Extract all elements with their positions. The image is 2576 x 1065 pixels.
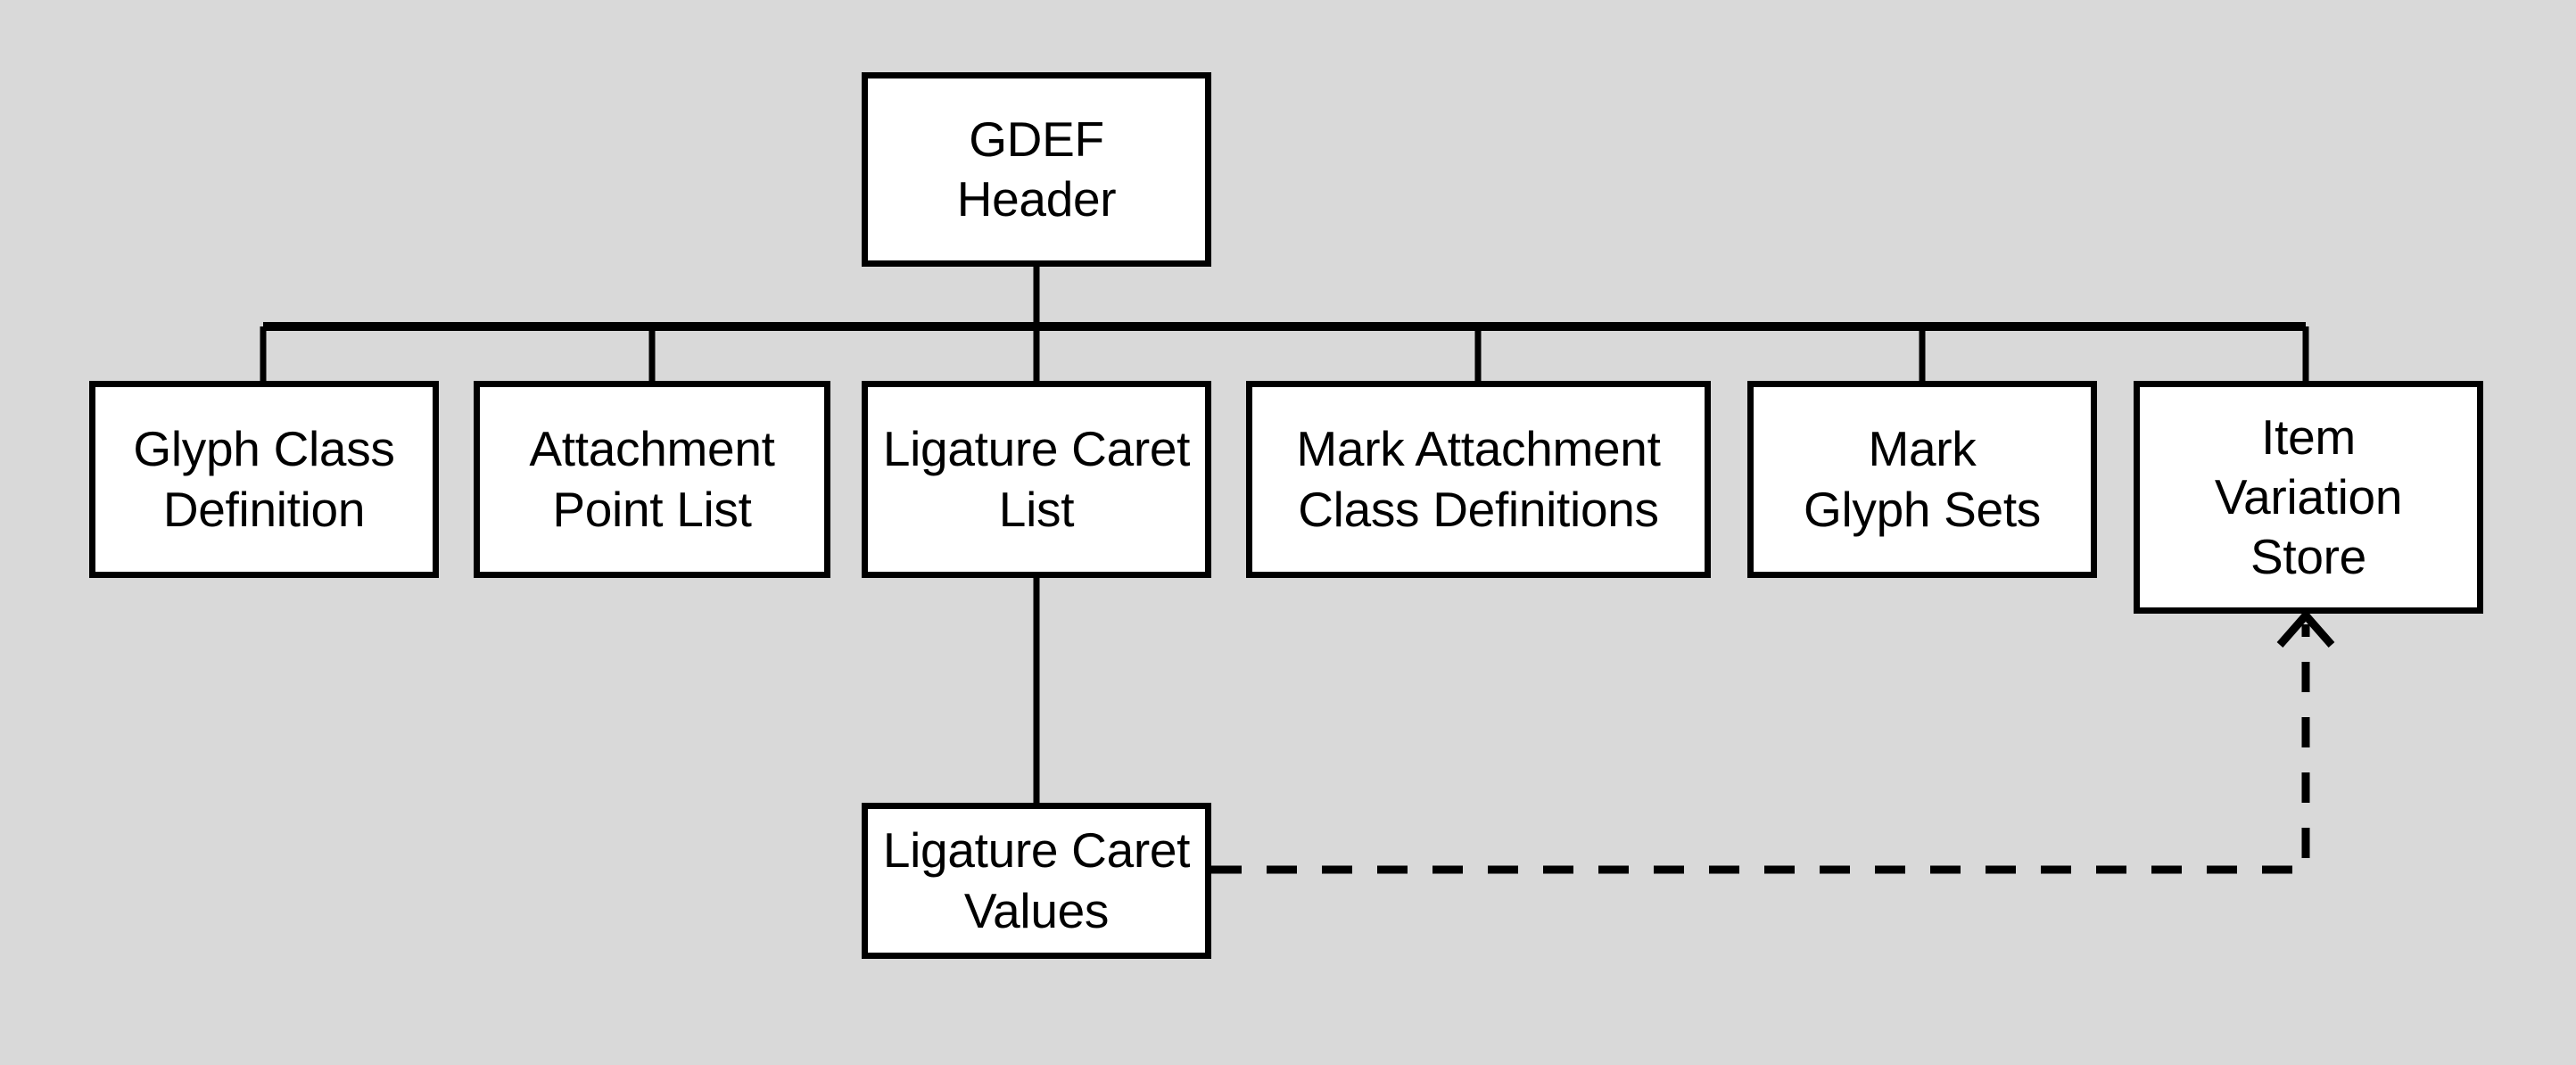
arrowhead-item-variation-store xyxy=(2276,609,2335,648)
node-glyph-class-definition-label: Glyph Class Definition xyxy=(133,421,395,537)
edge-ligature-caret-values-to-item-variation-store xyxy=(1211,624,2310,874)
node-mark-glyph-sets-label: Mark Glyph Sets xyxy=(1803,421,2041,537)
node-item-variation-store[interactable]: Item Variation Store xyxy=(2134,381,2483,614)
node-mark-glyph-sets[interactable]: Mark Glyph Sets xyxy=(1747,381,2097,578)
node-ligature-caret-list[interactable]: Ligature Caret List xyxy=(862,381,1211,578)
node-ligature-caret-list-label: Ligature Caret List xyxy=(882,421,1191,537)
node-ligature-caret-values[interactable]: Ligature Caret Values xyxy=(862,803,1211,959)
node-glyph-class-definition[interactable]: Glyph Class Definition xyxy=(89,381,439,578)
node-gdef-header-label: GDEF Header xyxy=(956,111,1117,227)
node-item-variation-store-label: Item Variation Store xyxy=(2214,409,2403,585)
node-mark-attachment-class-definitions[interactable]: Mark Attachment Class Definitions xyxy=(1246,381,1711,578)
node-gdef-header[interactable]: GDEF Header xyxy=(862,72,1211,267)
node-attachment-point-list[interactable]: Attachment Point List xyxy=(474,381,830,578)
node-attachment-point-list-label: Attachment Point List xyxy=(529,421,775,537)
node-mark-attachment-class-definitions-label: Mark Attachment Class Definitions xyxy=(1296,421,1661,537)
node-ligature-caret-values-label: Ligature Caret Values xyxy=(882,822,1191,938)
